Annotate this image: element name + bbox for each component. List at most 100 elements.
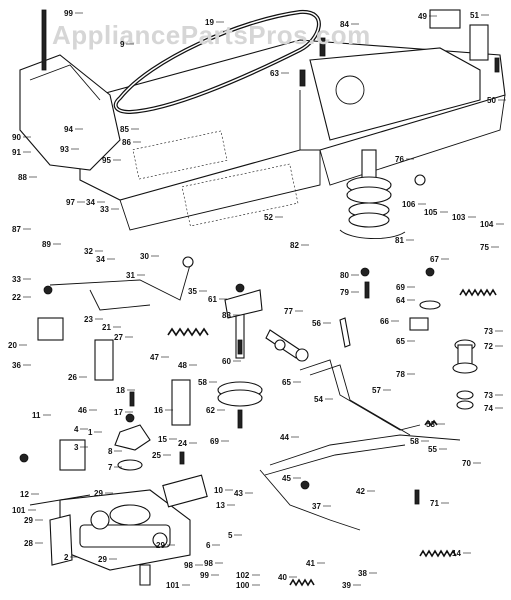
callout-label: 76 — [395, 155, 404, 164]
callout-label: 51 — [470, 11, 479, 20]
callout-label: 66 — [380, 317, 389, 326]
brake-parts — [37, 300, 478, 508]
callout-label: 60 — [222, 357, 231, 366]
callout-label: 15 — [158, 435, 167, 444]
callout-label: 98 — [184, 561, 193, 570]
callout-label: 29 — [98, 555, 107, 564]
callout-label: 99 — [200, 571, 209, 580]
callout-label: 79 — [340, 288, 349, 297]
callout-label: 95 — [102, 156, 111, 165]
callout-label: 71 — [430, 499, 439, 508]
callout-label: 63 — [270, 69, 279, 78]
callout-label: 70 — [462, 459, 471, 468]
callout-label: 16 — [154, 406, 163, 415]
callout-label: 106 — [402, 200, 416, 209]
callout-label: 74 — [484, 404, 493, 413]
callout-label: 53 — [426, 420, 435, 429]
callout-label: 29 — [94, 489, 103, 498]
callout-label: 50 — [487, 96, 496, 105]
engine-pulley-assembly — [339, 149, 406, 240]
callout-label: 33 — [100, 205, 109, 214]
callout-label: 44 — [280, 433, 289, 442]
callout-label: 27 — [114, 333, 123, 342]
watermark-text: AppliancePartsPros.com — [52, 20, 371, 50]
callout-label: 69 — [210, 437, 219, 446]
callout-label: 17 — [114, 408, 123, 417]
callout-label: 54 — [314, 395, 323, 404]
callout-label: 89 — [42, 240, 51, 249]
callout-label: 93 — [60, 145, 69, 154]
callout-label: 1 — [88, 428, 93, 437]
callout-label: 65 — [396, 337, 405, 346]
callout-label: 29 — [156, 541, 165, 550]
callout-label: 46 — [78, 406, 87, 415]
callout-label: 33 — [12, 275, 21, 284]
callout-label: 39 — [342, 581, 351, 590]
callout-label: 31 — [126, 271, 135, 280]
callout-leaders — [19, 12, 506, 586]
callout-labels: 99 19 84 49 51 9 63 50 94 85 90 93 91 95… — [8, 9, 496, 590]
callout-label: 29 — [24, 516, 33, 525]
callout-label: 83 — [222, 311, 231, 320]
callout-label: 11 — [32, 411, 41, 420]
callout-label: 5 — [228, 531, 233, 540]
callout-label: 81 — [395, 236, 404, 245]
transmission — [29, 489, 191, 586]
callout-label: 88 — [18, 173, 27, 182]
callout-label: 38 — [358, 569, 367, 578]
callout-label: 49 — [418, 12, 427, 21]
callout-label: 12 — [20, 490, 29, 499]
callout-label: 7 — [108, 463, 113, 472]
callout-label: 90 — [12, 133, 21, 142]
callout-label: 75 — [480, 243, 489, 252]
callout-label: 62 — [206, 406, 215, 415]
callout-label: 73 — [484, 327, 493, 336]
callout-label: 57 — [372, 386, 381, 395]
callout-label: 35 — [188, 287, 197, 296]
callout-label: 72 — [484, 342, 493, 351]
callout-label: 34 — [96, 255, 105, 264]
callout-label: 102 — [236, 571, 250, 580]
callout-label: 100 — [236, 581, 250, 590]
callout-label: 10 — [214, 486, 223, 495]
callout-label: 91 — [12, 148, 21, 157]
callout-label: 28 — [24, 539, 33, 548]
callout-label: 87 — [12, 225, 21, 234]
callout-label: 26 — [68, 373, 77, 382]
callout-label: 65 — [282, 378, 291, 387]
callout-label: 25 — [152, 451, 161, 460]
callout-label: 4 — [74, 425, 79, 434]
callout-label: 21 — [102, 323, 111, 332]
callout-label: 82 — [290, 241, 299, 250]
callout-label: 101 — [12, 506, 26, 515]
callout-label: 2 — [64, 553, 69, 562]
callout-label: 13 — [216, 501, 225, 510]
callout-label: 8 — [108, 447, 113, 456]
callout-label: 43 — [234, 489, 243, 498]
callout-label: 23 — [84, 315, 93, 324]
callout-label: 34 — [86, 198, 95, 207]
callout-label: 99 — [64, 9, 73, 18]
callout-label: 58 — [410, 437, 419, 446]
callout-label: 55 — [428, 445, 437, 454]
callout-label: 97 — [66, 198, 75, 207]
callout-label: 94 — [64, 125, 73, 134]
callout-label: 78 — [396, 370, 405, 379]
callout-label: 69 — [396, 283, 405, 292]
callout-label: 45 — [282, 474, 291, 483]
callout-label: 64 — [396, 296, 405, 305]
callout-label: 37 — [312, 502, 321, 511]
callout-label: 18 — [116, 386, 125, 395]
callout-label: 61 — [208, 295, 217, 304]
callout-label: 14 — [452, 549, 461, 558]
callout-label: 104 — [480, 220, 494, 229]
callout-label: 56 — [312, 319, 321, 328]
callout-label: 40 — [278, 573, 287, 582]
callout-label: 84 — [340, 20, 349, 29]
callout-label: 101 — [166, 581, 180, 590]
callout-label: 24 — [178, 439, 187, 448]
frame-chassis — [19, 9, 506, 231]
callout-label: 6 — [206, 541, 211, 550]
callout-label: 67 — [430, 255, 439, 264]
callout-label: 98 — [204, 559, 213, 568]
